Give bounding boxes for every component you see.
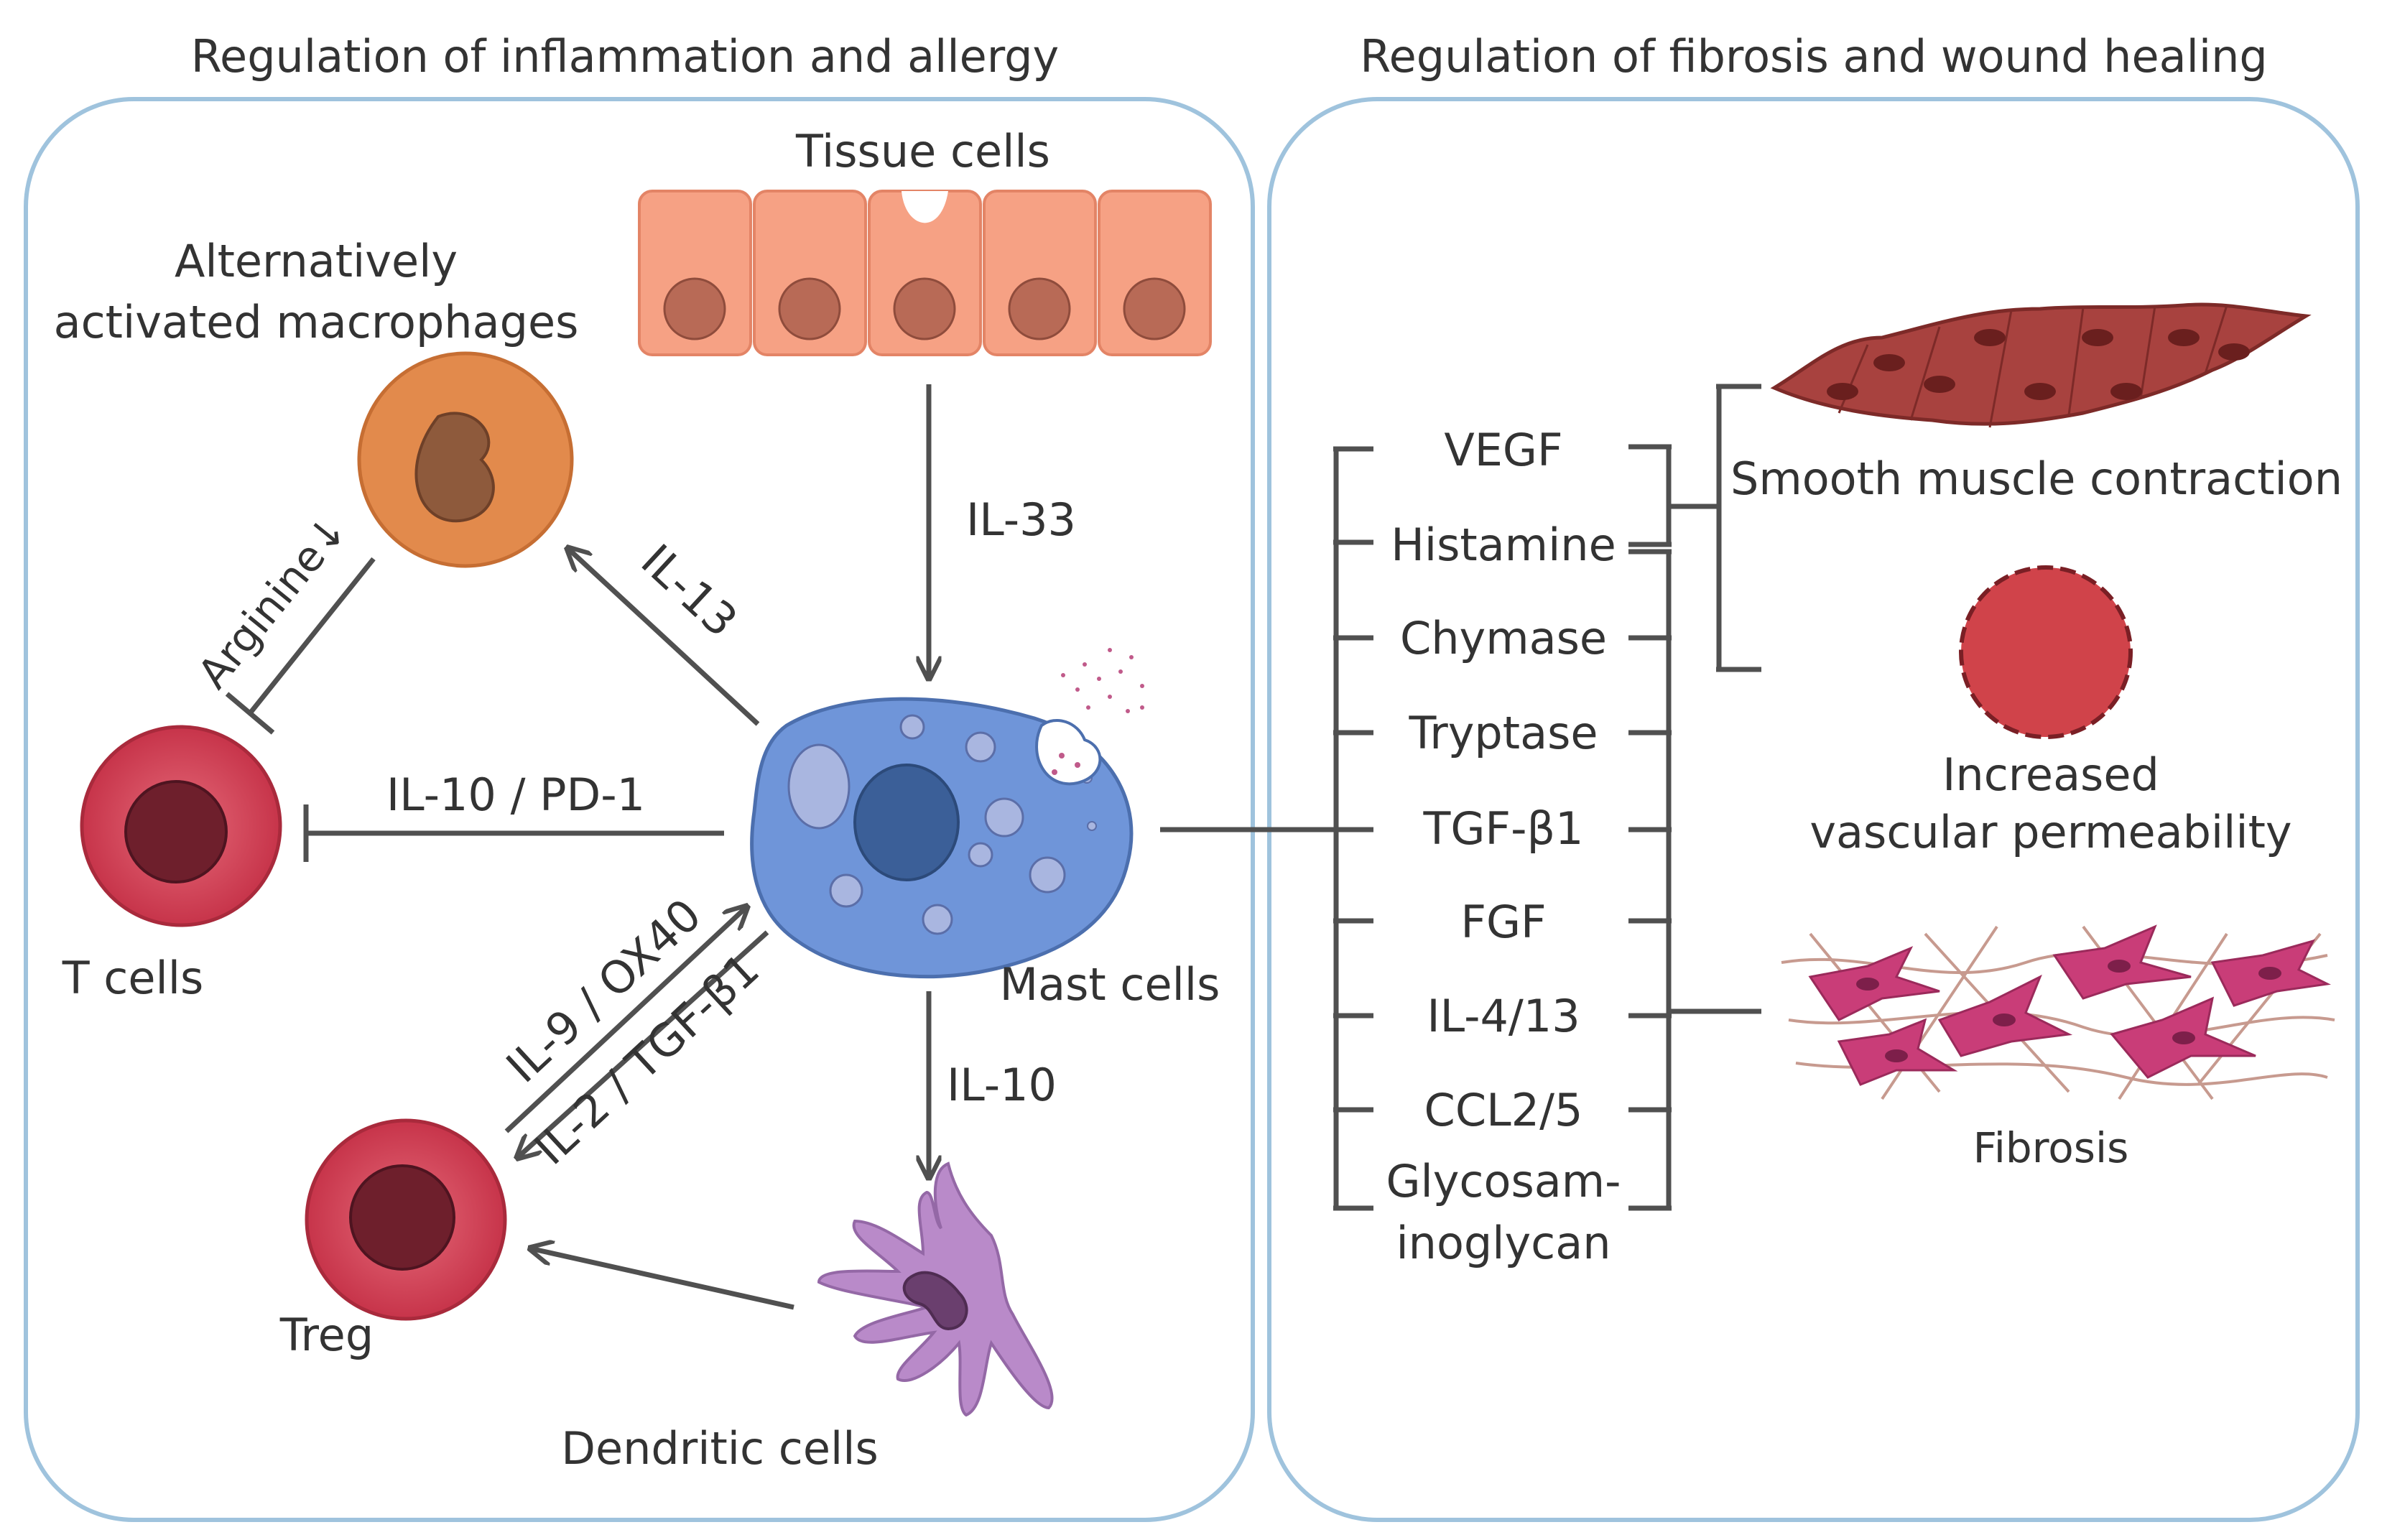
inhibit-bar <box>225 692 275 735</box>
tissue-cells <box>638 190 1212 356</box>
mediator-label: VEGF <box>1444 424 1562 476</box>
arrow-mast-to-treg <box>517 930 769 1158</box>
tissue-cell <box>638 190 752 356</box>
tissue-cells-label: Tissue cells <box>795 125 1050 177</box>
right-panel-title: Regulation of fibrosis and wound healing <box>1360 30 2267 83</box>
tissue-cell <box>983 190 1097 356</box>
mediator-label: TGF-β1 <box>1423 802 1584 855</box>
macrophage-label-line1: Alternatively <box>175 235 458 287</box>
edge-label-il10-pd1: IL-10 / PD-1 <box>386 769 645 821</box>
mediator-label: IL-4/13 <box>1427 990 1580 1042</box>
mediator-label: Tryptase <box>1408 707 1598 759</box>
edge-label-il13: IL-13 <box>631 534 748 647</box>
inhibit-macrophage-to-tcell <box>248 557 376 715</box>
mast-cells-label: Mast cells <box>1000 958 1220 1011</box>
mast-cell-icon <box>750 648 1144 979</box>
treg-label: Treg <box>279 1309 374 1361</box>
smooth-muscle-icon <box>1770 302 2312 428</box>
macrophage-icon <box>357 351 574 568</box>
edge-label-il33: IL-33 <box>966 493 1076 546</box>
mediator-label: CCL2/5 <box>1424 1084 1583 1136</box>
dendritic-cell-icon <box>817 1161 1054 1417</box>
tissue-cell <box>753 190 867 356</box>
dendritic-cells-label: Dendritic cells <box>561 1422 879 1475</box>
vascular-permeability-icon <box>1959 565 2133 739</box>
t-cells-label: T cells <box>62 952 204 1004</box>
mediator-label: Chymase <box>1400 612 1607 664</box>
fibrosis-icon <box>1781 924 2335 1100</box>
right-panel-frame <box>1267 97 2360 1522</box>
arrow-treg-to-mast <box>504 906 747 1133</box>
edge-label-arginine: Arginine↓ <box>188 506 357 698</box>
left-panel-title: Regulation of inflammation and allergy <box>191 30 1059 83</box>
edge-label-il10: IL-10 <box>947 1059 1057 1111</box>
right-panel: Regulation of fibrosis and wound healing <box>1160 30 2360 1522</box>
mediator-label: Histamine <box>1391 519 1616 571</box>
left-panel-frame <box>24 97 1255 1522</box>
mediator-label: FGF <box>1460 896 1546 948</box>
arrow-mast-to-macrophage <box>567 548 760 726</box>
macrophage-label-line2: activated macrophages <box>54 296 579 348</box>
vascular-label-line1: Increased <box>1942 748 2159 801</box>
vascular-label-line2: vascular permeability <box>1809 806 2291 858</box>
mediator-label-line1: Glycosam- <box>1386 1155 1621 1207</box>
fibrosis-label: Fibrosis <box>1973 1123 2129 1172</box>
damaged-tissue-cell <box>868 190 982 356</box>
left-panel: Regulation of inflammation and allergy <box>24 30 1255 1522</box>
tissue-cell <box>1098 190 1212 356</box>
smooth-muscle-label: Smooth muscle contraction <box>1730 453 2342 505</box>
arrow-dendritic-to-treg <box>530 1248 794 1310</box>
treg-icon <box>305 1118 507 1321</box>
t-cell-icon <box>80 725 282 927</box>
mediator-label-line2: inoglycan <box>1396 1217 1611 1269</box>
